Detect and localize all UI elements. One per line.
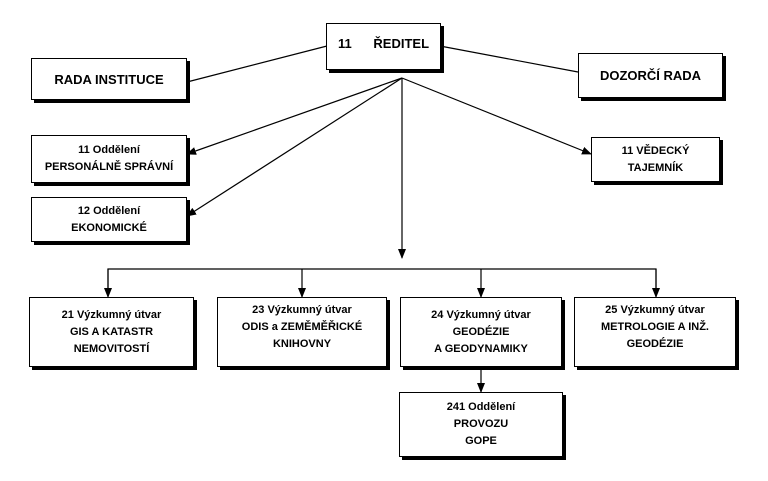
node-unit-24-line-1: 24 Výzkumný útvar <box>431 308 531 321</box>
node-unit-23: 23 Výzkumný útvar ODIS a ZEMĚMĚŘICKÉ KNI… <box>217 297 387 367</box>
node-unit-24-line-3: A GEODYNAMIKY <box>434 342 528 355</box>
node-unit-24-line-2: GEODÉZIE <box>452 325 510 338</box>
node-unit-25-line-3: GEODÉZIE <box>626 338 684 350</box>
node-dept-241: 241 Oddělení PROVOZU GOPE <box>399 392 563 457</box>
arrow-director-secretary <box>401 77 592 155</box>
node-director-line-1: 11 ŘEDITEL <box>337 36 430 51</box>
node-board: RADA INSTITUCE <box>31 58 187 100</box>
connector-director-board <box>186 45 328 83</box>
node-dept-241-line-2: PROVOZU <box>453 418 509 430</box>
node-unit-25: 25 Výzkumný útvar METROLOGIE A INŽ. GEOD… <box>574 297 736 367</box>
node-supervisory-board: DOZORČÍ RADA <box>578 53 723 98</box>
node-dept-12: 12 Oddělení EKONOMICKÉ <box>31 197 187 242</box>
node-dept-11: 11 Oddělení PERSONÁLNĚ SPRÁVNÍ <box>31 135 187 183</box>
node-scientific-secretary-line-2: TAJEMNÍK <box>627 161 684 174</box>
node-unit-21-line-3: NEMOVITOSTÍ <box>73 342 150 355</box>
node-dept-241-line-3: GOPE <box>465 435 497 447</box>
node-scientific-secretary-line-1: 11 VĚDECKÝ <box>621 144 690 157</box>
node-unit-21-line-1: 21 Výzkumný útvar <box>61 308 162 321</box>
node-unit-23-line-2: ODIS a ZEMĚMĚŘICKÉ <box>241 321 363 333</box>
arrow-director-dept-11 <box>186 77 403 155</box>
node-unit-23-line-3: KNIHOVNY <box>272 338 332 350</box>
node-unit-21-line-2: GIS A KATASTR <box>69 325 154 338</box>
units-bus-line <box>107 268 657 296</box>
node-dept-241-line-1: 241 Oddělení <box>446 401 516 413</box>
arrow-director-dept-12 <box>186 77 403 217</box>
node-dept-11-line-1: 11 Oddělení <box>78 144 140 156</box>
node-dept-11-line-2: PERSONÁLNĚ SPRÁVNÍ <box>44 161 174 173</box>
node-board-line-1: RADA INSTITUCE <box>54 71 164 87</box>
node-scientific-secretary: 11 VĚDECKÝ TAJEMNÍK <box>591 137 720 182</box>
node-unit-21: 21 Výzkumný útvar GIS A KATASTR NEMOVITO… <box>29 297 194 367</box>
node-dept-12-line-1: 12 Oddělení <box>77 204 141 217</box>
node-director: 11 ŘEDITEL <box>326 23 441 70</box>
node-unit-24: 24 Výzkumný útvar GEODÉZIE A GEODYNAMIKY <box>400 297 562 367</box>
connector-director-supervisory <box>439 45 579 73</box>
node-dept-12-line-2: EKONOMICKÉ <box>71 221 147 234</box>
node-unit-25-line-2: METROLOGIE A INŽ. <box>601 321 709 333</box>
node-unit-25-line-1: 25 Výzkumný útvar <box>605 304 705 316</box>
node-unit-23-line-1: 23 Výzkumný útvar <box>252 304 352 316</box>
node-supervisory-board-line-1: DOZORČÍ RADA <box>599 68 702 83</box>
